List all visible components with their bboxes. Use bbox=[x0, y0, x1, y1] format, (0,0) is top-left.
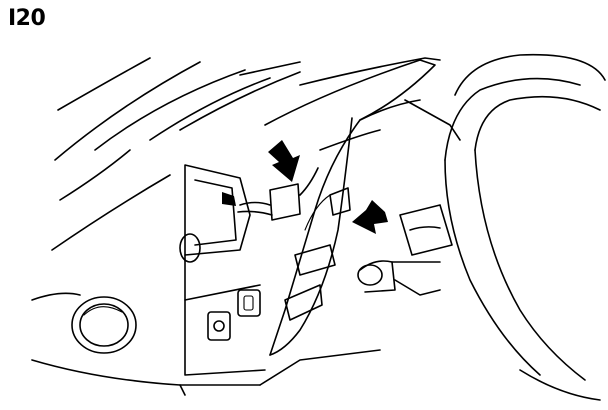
arrow-connector-lower bbox=[352, 200, 388, 234]
steering-wheel bbox=[444, 53, 606, 401]
connector-plug bbox=[237, 167, 319, 221]
cluster-cavity bbox=[179, 164, 251, 263]
arrow-connector-upper bbox=[268, 140, 300, 182]
figure-code: I20 bbox=[8, 6, 46, 31]
trim-panel bbox=[264, 59, 436, 356]
column-stalk bbox=[357, 204, 453, 296]
cluster-hood bbox=[299, 57, 461, 151]
dash-surface-lines bbox=[51, 57, 301, 251]
dash-lower-contour bbox=[31, 292, 381, 396]
switch-panel bbox=[184, 254, 266, 376]
air-vent-icon bbox=[71, 296, 137, 354]
